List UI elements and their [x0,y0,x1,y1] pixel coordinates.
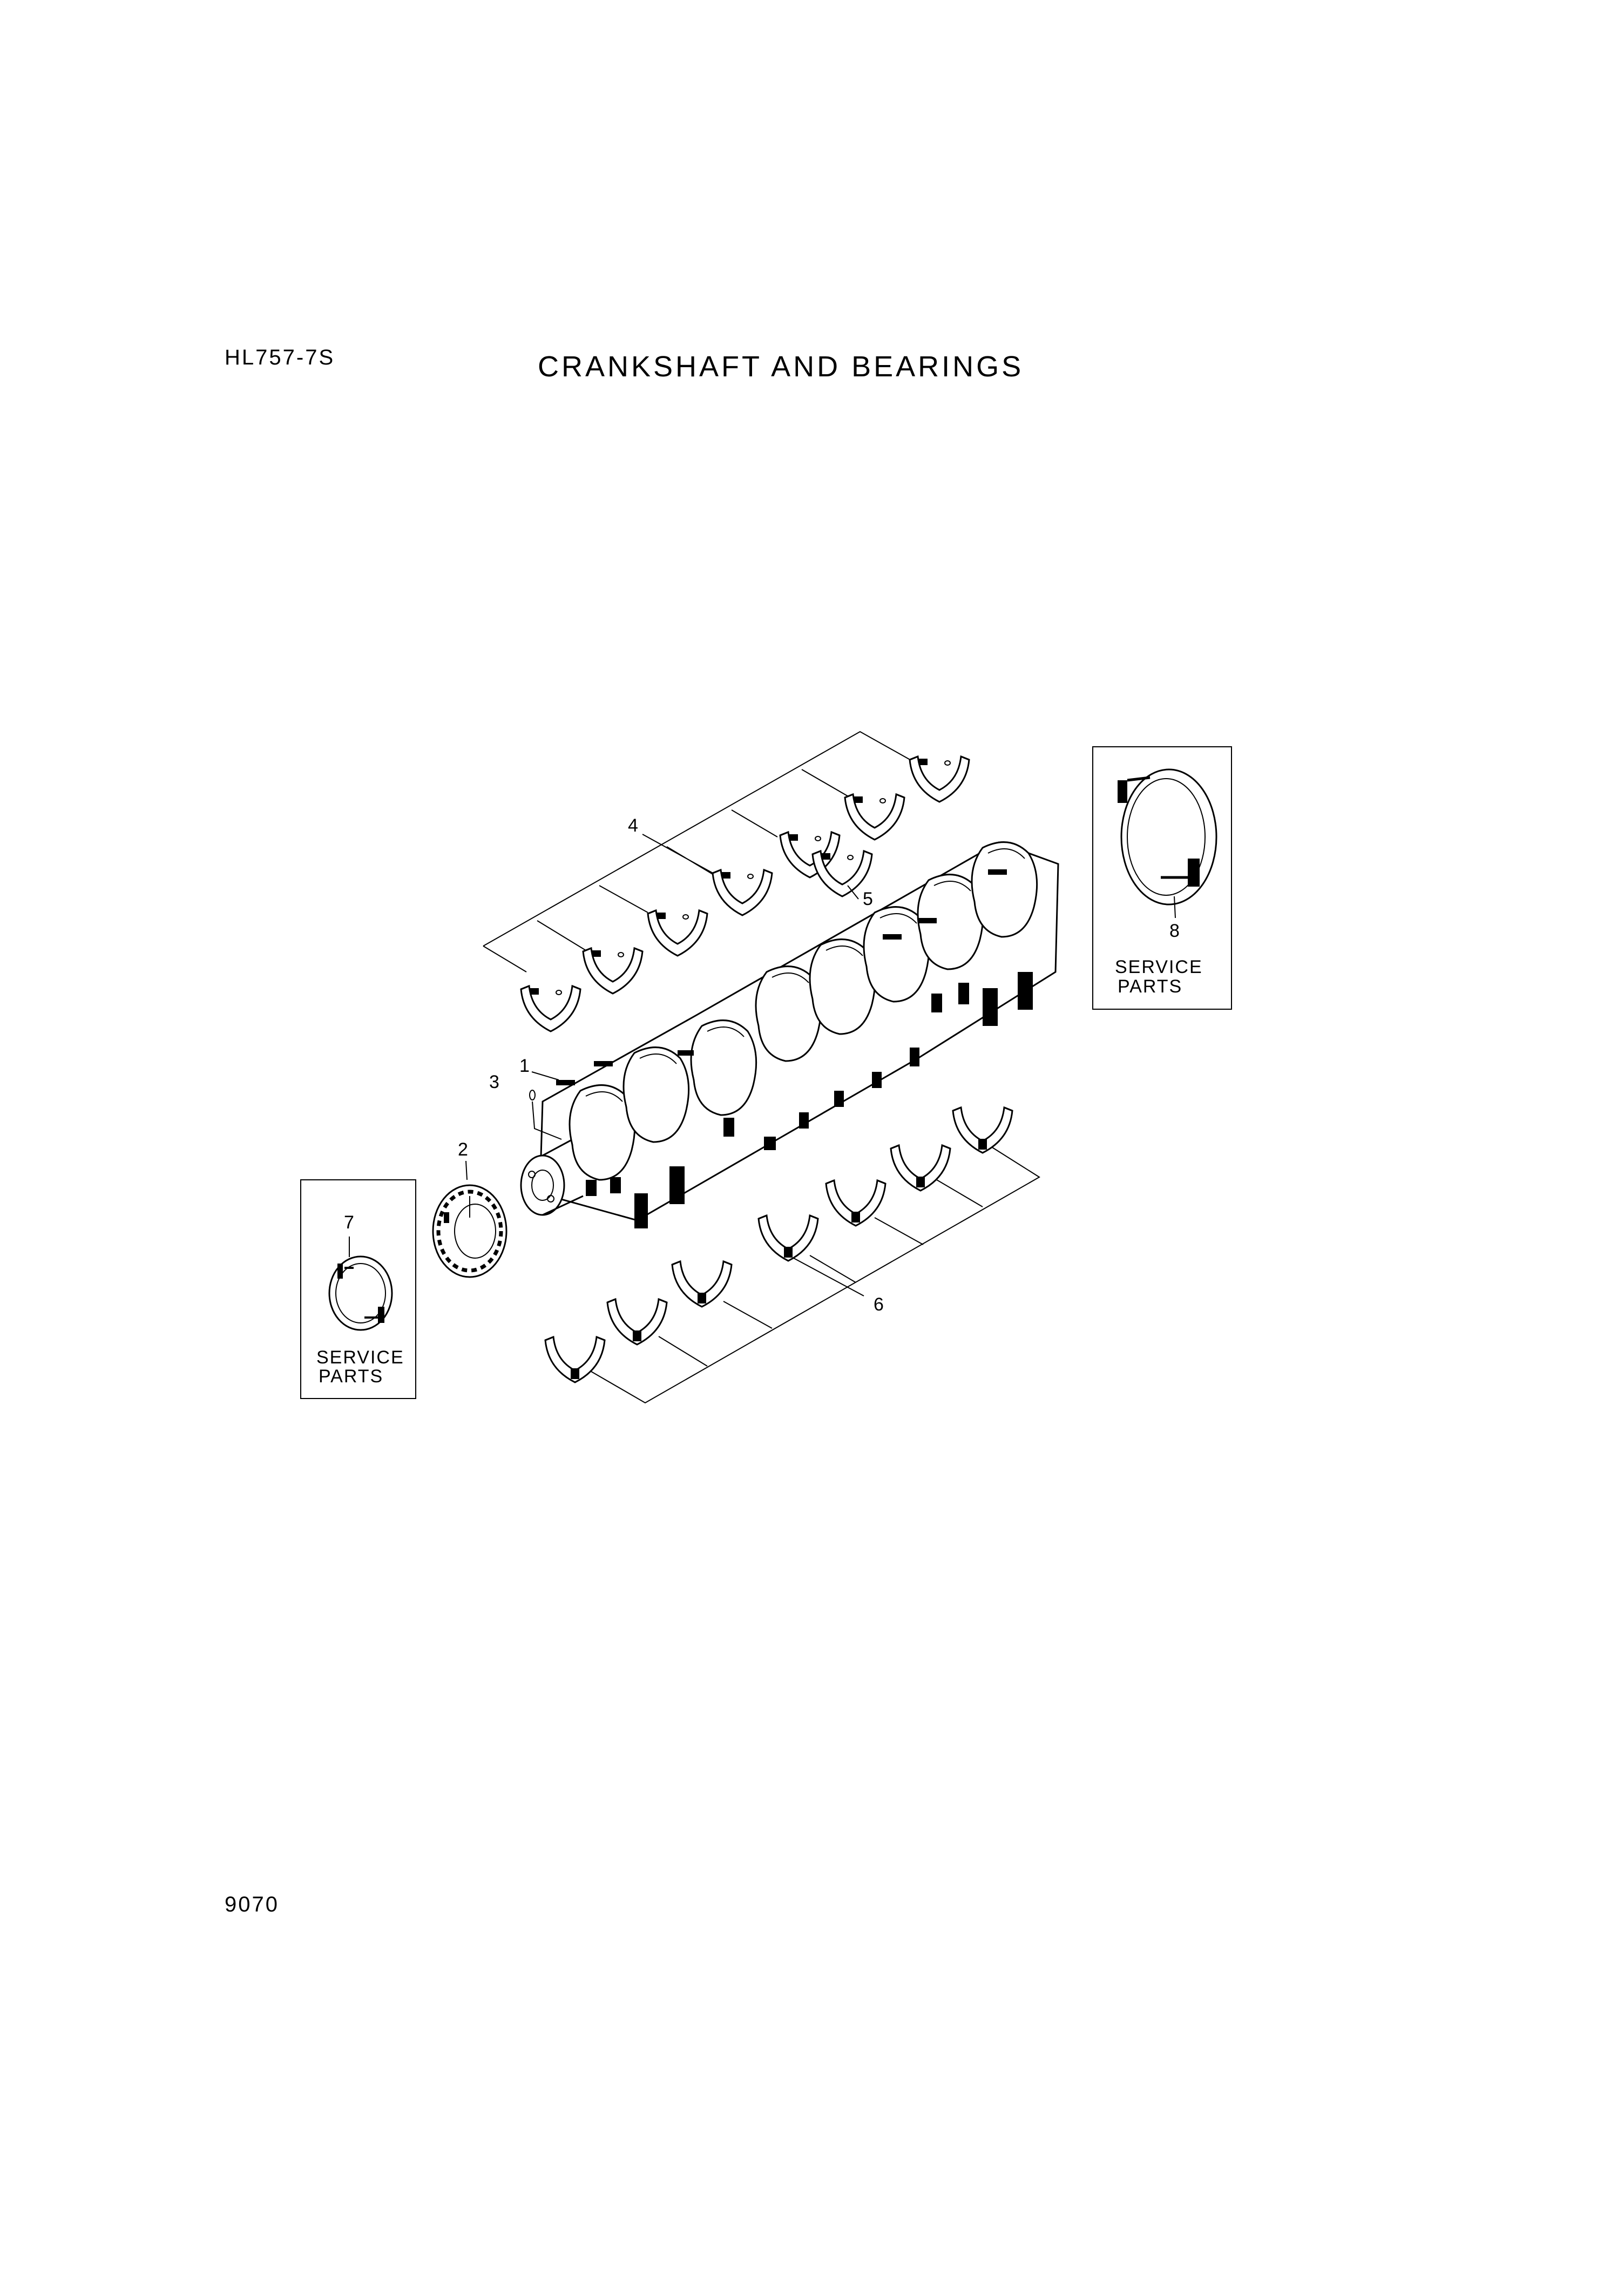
crankshaft [520,841,1059,1228]
lower-bearing-shell [757,1214,819,1262]
lower-bearing-shell [952,1106,1013,1154]
service-bearing-large [1118,768,1217,906]
callout-6: 6 [874,1294,884,1315]
crankshaft-gear [432,1184,508,1278]
lower-bearing-shell [671,1260,733,1308]
service-parts-box-left [300,1179,416,1399]
lower-bearing-leader-lines [591,1144,1040,1404]
page-number: 9070 [225,1893,279,1916]
upper-bearing-shell [712,869,773,916]
upper-bearing-shell [909,755,970,803]
upper-bearing-shell [582,947,644,995]
upper-bearing-shell [520,985,581,1032]
service-label-left-line1: SERVICE [316,1347,404,1368]
service-bearing-small [328,1255,393,1331]
upper-bearing-shell [647,909,708,957]
callout-1: 1 [519,1056,530,1076]
lower-bearing-shell [544,1336,606,1383]
lower-bearing-shell [606,1298,668,1346]
callout-4: 4 [628,815,638,836]
callout-7: 7 [344,1212,354,1233]
callout-2: 2 [458,1139,468,1160]
service-parts-box-right [1092,746,1232,1010]
service-label-right-line2: PARTS [1118,976,1182,997]
service-label-right-line1: SERVICE [1115,957,1203,977]
upper-bearing-shell [844,793,905,841]
pin [529,1090,562,1140]
model-number: HL757-7S [225,346,335,369]
upper-bearing-shell [779,831,841,879]
callout-5: 5 [863,889,873,909]
callout-3: 3 [489,1072,499,1092]
service-label-left-line2: PARTS [319,1366,383,1387]
lower-bearing-shell [890,1144,951,1192]
callout-8: 8 [1169,921,1180,941]
upper-bearing-leader-lines [483,731,918,972]
page-title: CRANKSHAFT AND BEARINGS [538,350,1024,383]
